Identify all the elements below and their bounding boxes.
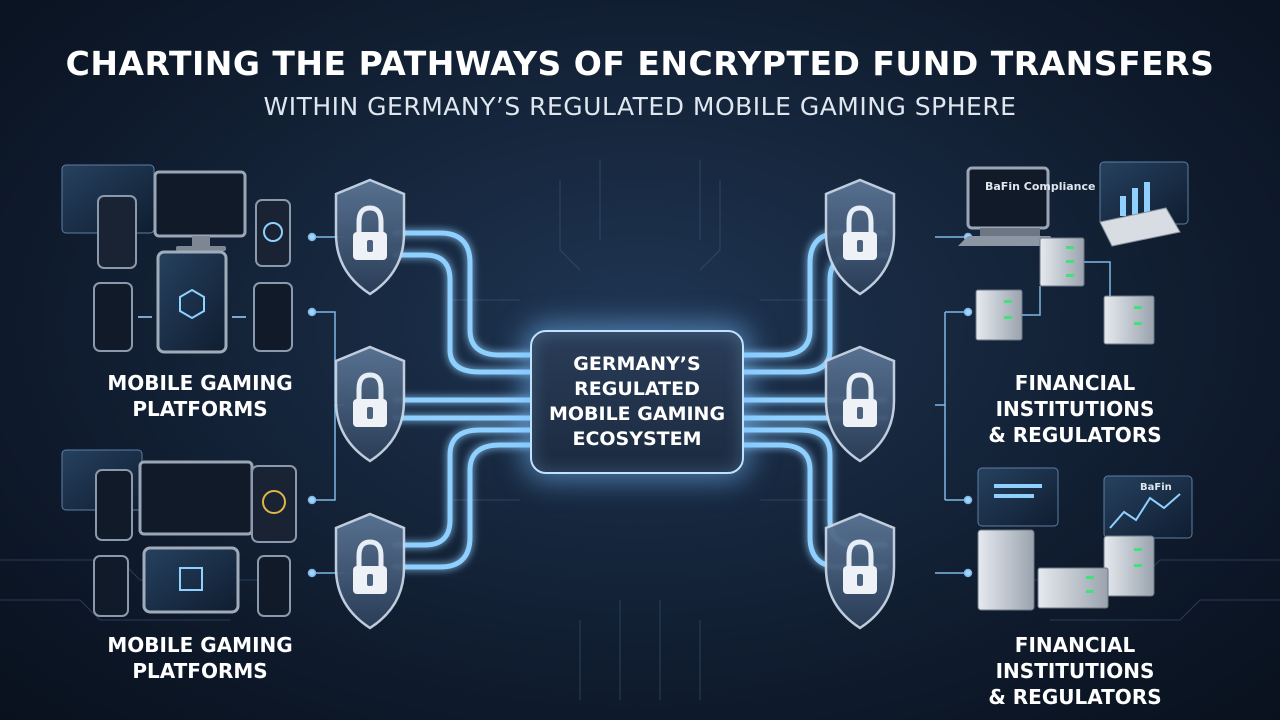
group-label-financial-top: FINANCIAL INSTITUTIONS & REGULATORS — [988, 371, 1162, 447]
server-rack — [1103, 295, 1155, 345]
server-rack — [975, 289, 1023, 341]
hub-label: GERMANY’S REGULATED MOBILE GAMING ECOSYS… — [548, 353, 726, 450]
encryption-shield — [334, 178, 406, 296]
regulator-sign: BaFin — [1140, 482, 1172, 493]
financial-institutions-cluster-top — [958, 161, 1189, 345]
page-subtitle: WITHIN GERMANY’S REGULATED MOBILE GAMING… — [263, 92, 1017, 121]
encryption-shield — [824, 512, 896, 630]
regulator-sign: BaFin Compliance — [985, 180, 1096, 193]
padlock-icon — [843, 372, 877, 427]
phone-device — [255, 199, 291, 267]
group-label-mobile-bottom: MOBILE GAMING PLATFORMS — [107, 633, 293, 683]
phone-device — [257, 555, 291, 617]
tablet-device — [251, 465, 297, 543]
monitor-device — [966, 166, 1050, 230]
server-rack — [1037, 567, 1109, 609]
padlock-icon — [353, 372, 387, 427]
encryption-shield — [824, 345, 896, 463]
phone-device — [93, 555, 129, 617]
financial-institutions-cluster-bottom — [977, 467, 1193, 611]
encryption-shield — [334, 345, 406, 463]
tablet-device — [156, 250, 228, 354]
encryption-shield — [334, 512, 406, 630]
padlock-icon — [353, 539, 387, 594]
mobile-platforms-cluster-top — [61, 164, 293, 354]
server-rack — [1039, 237, 1085, 287]
phone-device — [95, 469, 133, 541]
tablet-device — [142, 546, 240, 614]
mobile-platforms-cluster-bottom — [61, 449, 297, 617]
phone-device — [253, 282, 293, 352]
server-rack — [1103, 535, 1155, 597]
ecosystem-hub: GERMANY’S REGULATED MOBILE GAMING ECOSYS… — [530, 330, 744, 474]
group-label-financial-bottom: FINANCIAL INSTITUTIONS & REGULATORS — [988, 633, 1162, 709]
encryption-shield — [824, 178, 896, 296]
padlock-icon — [843, 205, 877, 260]
monitor-device — [138, 460, 254, 536]
padlock-icon — [843, 539, 877, 594]
page-title: CHARTING THE PATHWAYS OF ENCRYPTED FUND … — [65, 44, 1215, 83]
padlock-icon — [353, 205, 387, 260]
server-rack — [977, 529, 1035, 611]
monitor-device — [153, 170, 247, 238]
phone-device — [93, 282, 133, 352]
phone-device — [97, 195, 137, 269]
group-label-mobile-top: MOBILE GAMING PLATFORMS — [107, 371, 293, 421]
keyboard-device — [1099, 207, 1181, 247]
